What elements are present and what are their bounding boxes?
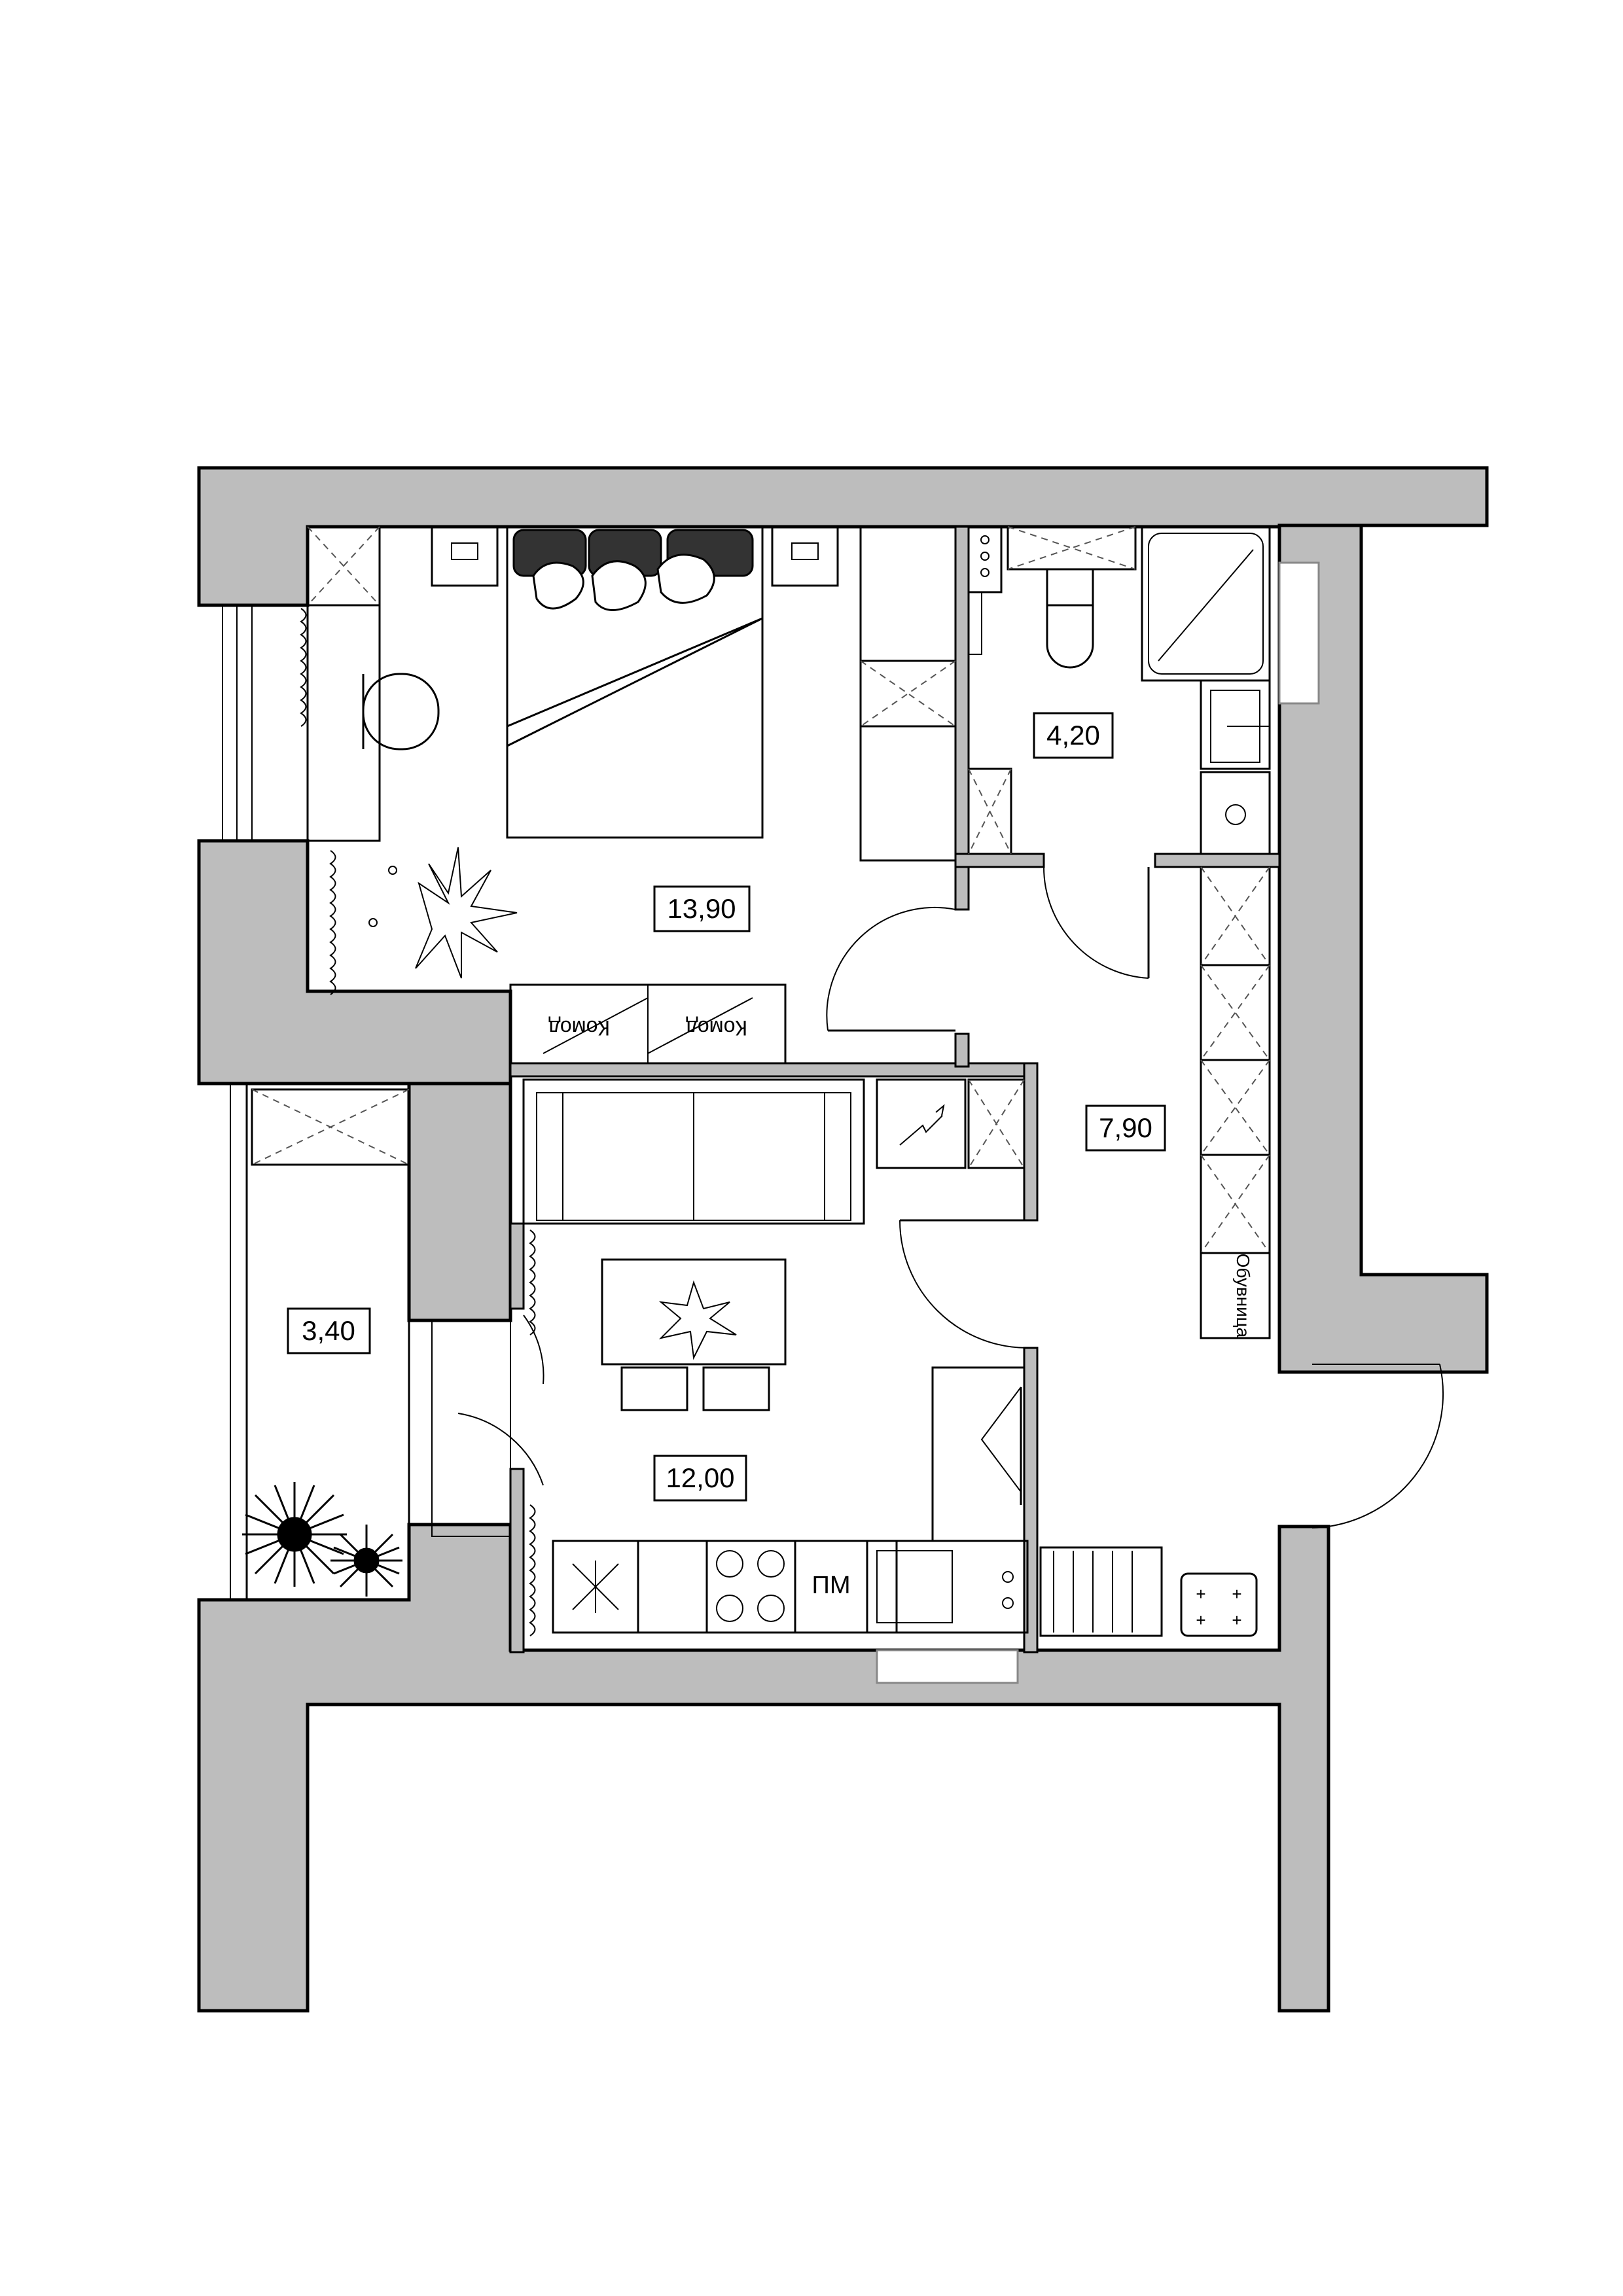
dishwasher-label: ПМ — [812, 1572, 851, 1599]
dresser-label-right: Комод — [686, 1016, 748, 1040]
cooktop-icon: + + + + — [1180, 1572, 1258, 1637]
nightstand-left — [431, 525, 499, 587]
wardrobe-shelves — [859, 525, 957, 862]
shower-icon — [1141, 525, 1271, 682]
partitions — [509, 525, 1281, 1653]
nightstand-right — [771, 525, 839, 587]
balcony: 3,40 — [242, 1082, 410, 1602]
shoe-cabinet — [1200, 1252, 1271, 1339]
hallway-wardrobe — [1200, 866, 1271, 1254]
toilet-icon — [1046, 568, 1094, 669]
bedroom-area: 13,90 — [667, 893, 736, 924]
plant-icon — [368, 847, 518, 979]
windows — [222, 561, 1320, 1684]
electric-panel-icon — [899, 1115, 943, 1146]
bathroom-area: 4,20 — [1046, 720, 1100, 751]
pillows-icon — [512, 529, 754, 611]
balcony-area: 3,40 — [302, 1315, 355, 1346]
svg-text:+: + — [1196, 1584, 1205, 1604]
chair-icon — [362, 673, 440, 751]
balcony-plants-icon — [242, 1482, 402, 1597]
hallway-area: 7,90 — [1099, 1112, 1152, 1143]
bedroom: Комод Комод 13,90 — [300, 525, 839, 1065]
fridge-icon — [552, 1540, 639, 1634]
sofa-icon — [522, 1078, 865, 1225]
hallway: Обувница 7,90 — [826, 866, 1444, 1528]
sink-icon — [1200, 679, 1271, 770]
chairs — [620, 1366, 770, 1411]
dining-table — [601, 1258, 787, 1366]
stove-icon — [705, 1540, 796, 1634]
svg-text:+: + — [1232, 1610, 1241, 1630]
bathroom: 4,20 — [859, 525, 1271, 979]
drain-icon — [1225, 804, 1246, 825]
svg-text:+: + — [1232, 1584, 1241, 1604]
radiator — [1039, 1546, 1163, 1637]
kitchen-sink-icon — [866, 1540, 1029, 1634]
walls — [197, 466, 1489, 2013]
bed-icon — [506, 525, 764, 839]
shoe-cabinet-label: Обувница — [1233, 1254, 1253, 1338]
kitchen-living-area: 12,00 — [666, 1462, 734, 1493]
kitchen-living: ПМ + + + + 12,00 — [457, 1078, 1258, 1637]
dresser-label-left: Комод — [548, 1016, 611, 1040]
flower-icon — [658, 1280, 737, 1360]
svg-text:+: + — [1196, 1610, 1205, 1630]
